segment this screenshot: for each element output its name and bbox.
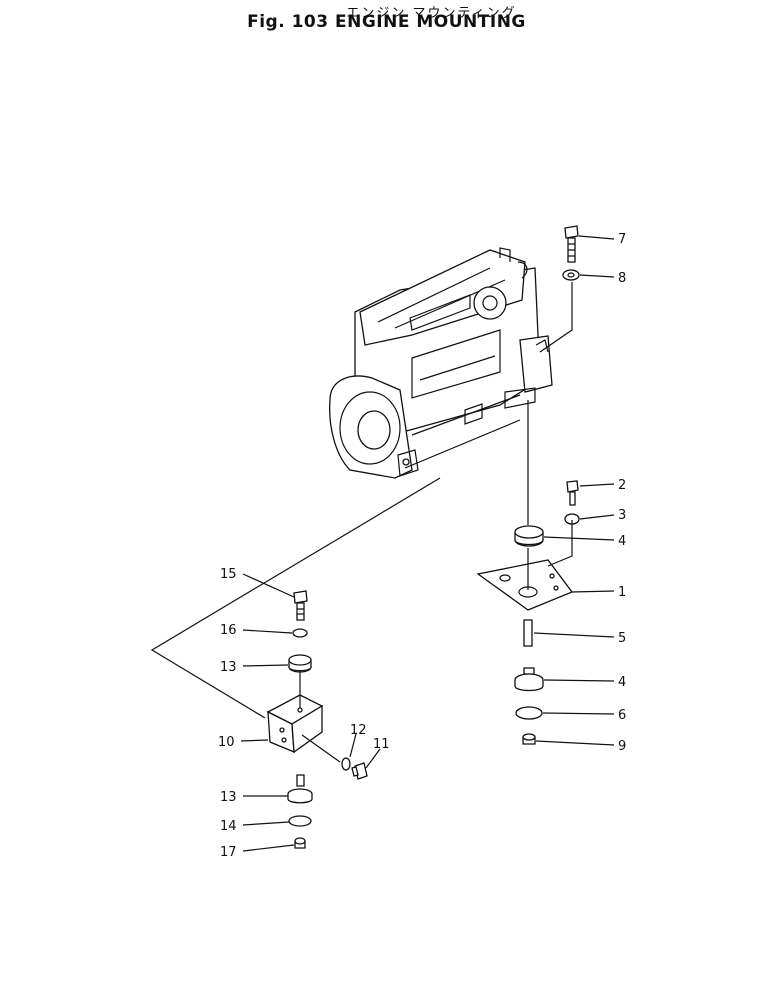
callout-12: 12 [350, 723, 367, 738]
callout-5: 5 [618, 631, 626, 646]
callout-2: 2 [618, 478, 626, 493]
callout-16: 16 [220, 623, 237, 638]
figure-title-japanese: エンジン マウンティング [346, 6, 517, 21]
callout-4-upper: 4 [618, 534, 626, 549]
callout-13-upper: 13 [220, 660, 237, 675]
right-mount-assembly [476, 225, 580, 745]
callout-labels: 7 8 2 3 4 1 5 4 6 9 15 16 13 10 12 11 13… [218, 232, 626, 860]
leader-lines [240, 235, 615, 852]
callout-7: 7 [618, 232, 626, 247]
callout-4-lower: 4 [618, 675, 626, 690]
callout-15: 15 [220, 567, 237, 582]
figure-title: Fig. 103 ENGINE MOUNTING [247, 12, 526, 32]
engine-illustration [329, 247, 553, 479]
callout-1: 1 [618, 585, 626, 600]
callout-8: 8 [618, 271, 626, 286]
callout-10: 10 [218, 735, 235, 750]
callout-11: 11 [373, 737, 390, 752]
callout-14: 14 [220, 819, 237, 834]
callout-13-lower: 13 [220, 790, 237, 805]
callout-6: 6 [618, 708, 626, 723]
callout-3: 3 [618, 508, 626, 523]
callout-9: 9 [618, 739, 626, 754]
rear-mount-assembly [150, 477, 441, 849]
callout-17: 17 [220, 845, 237, 860]
